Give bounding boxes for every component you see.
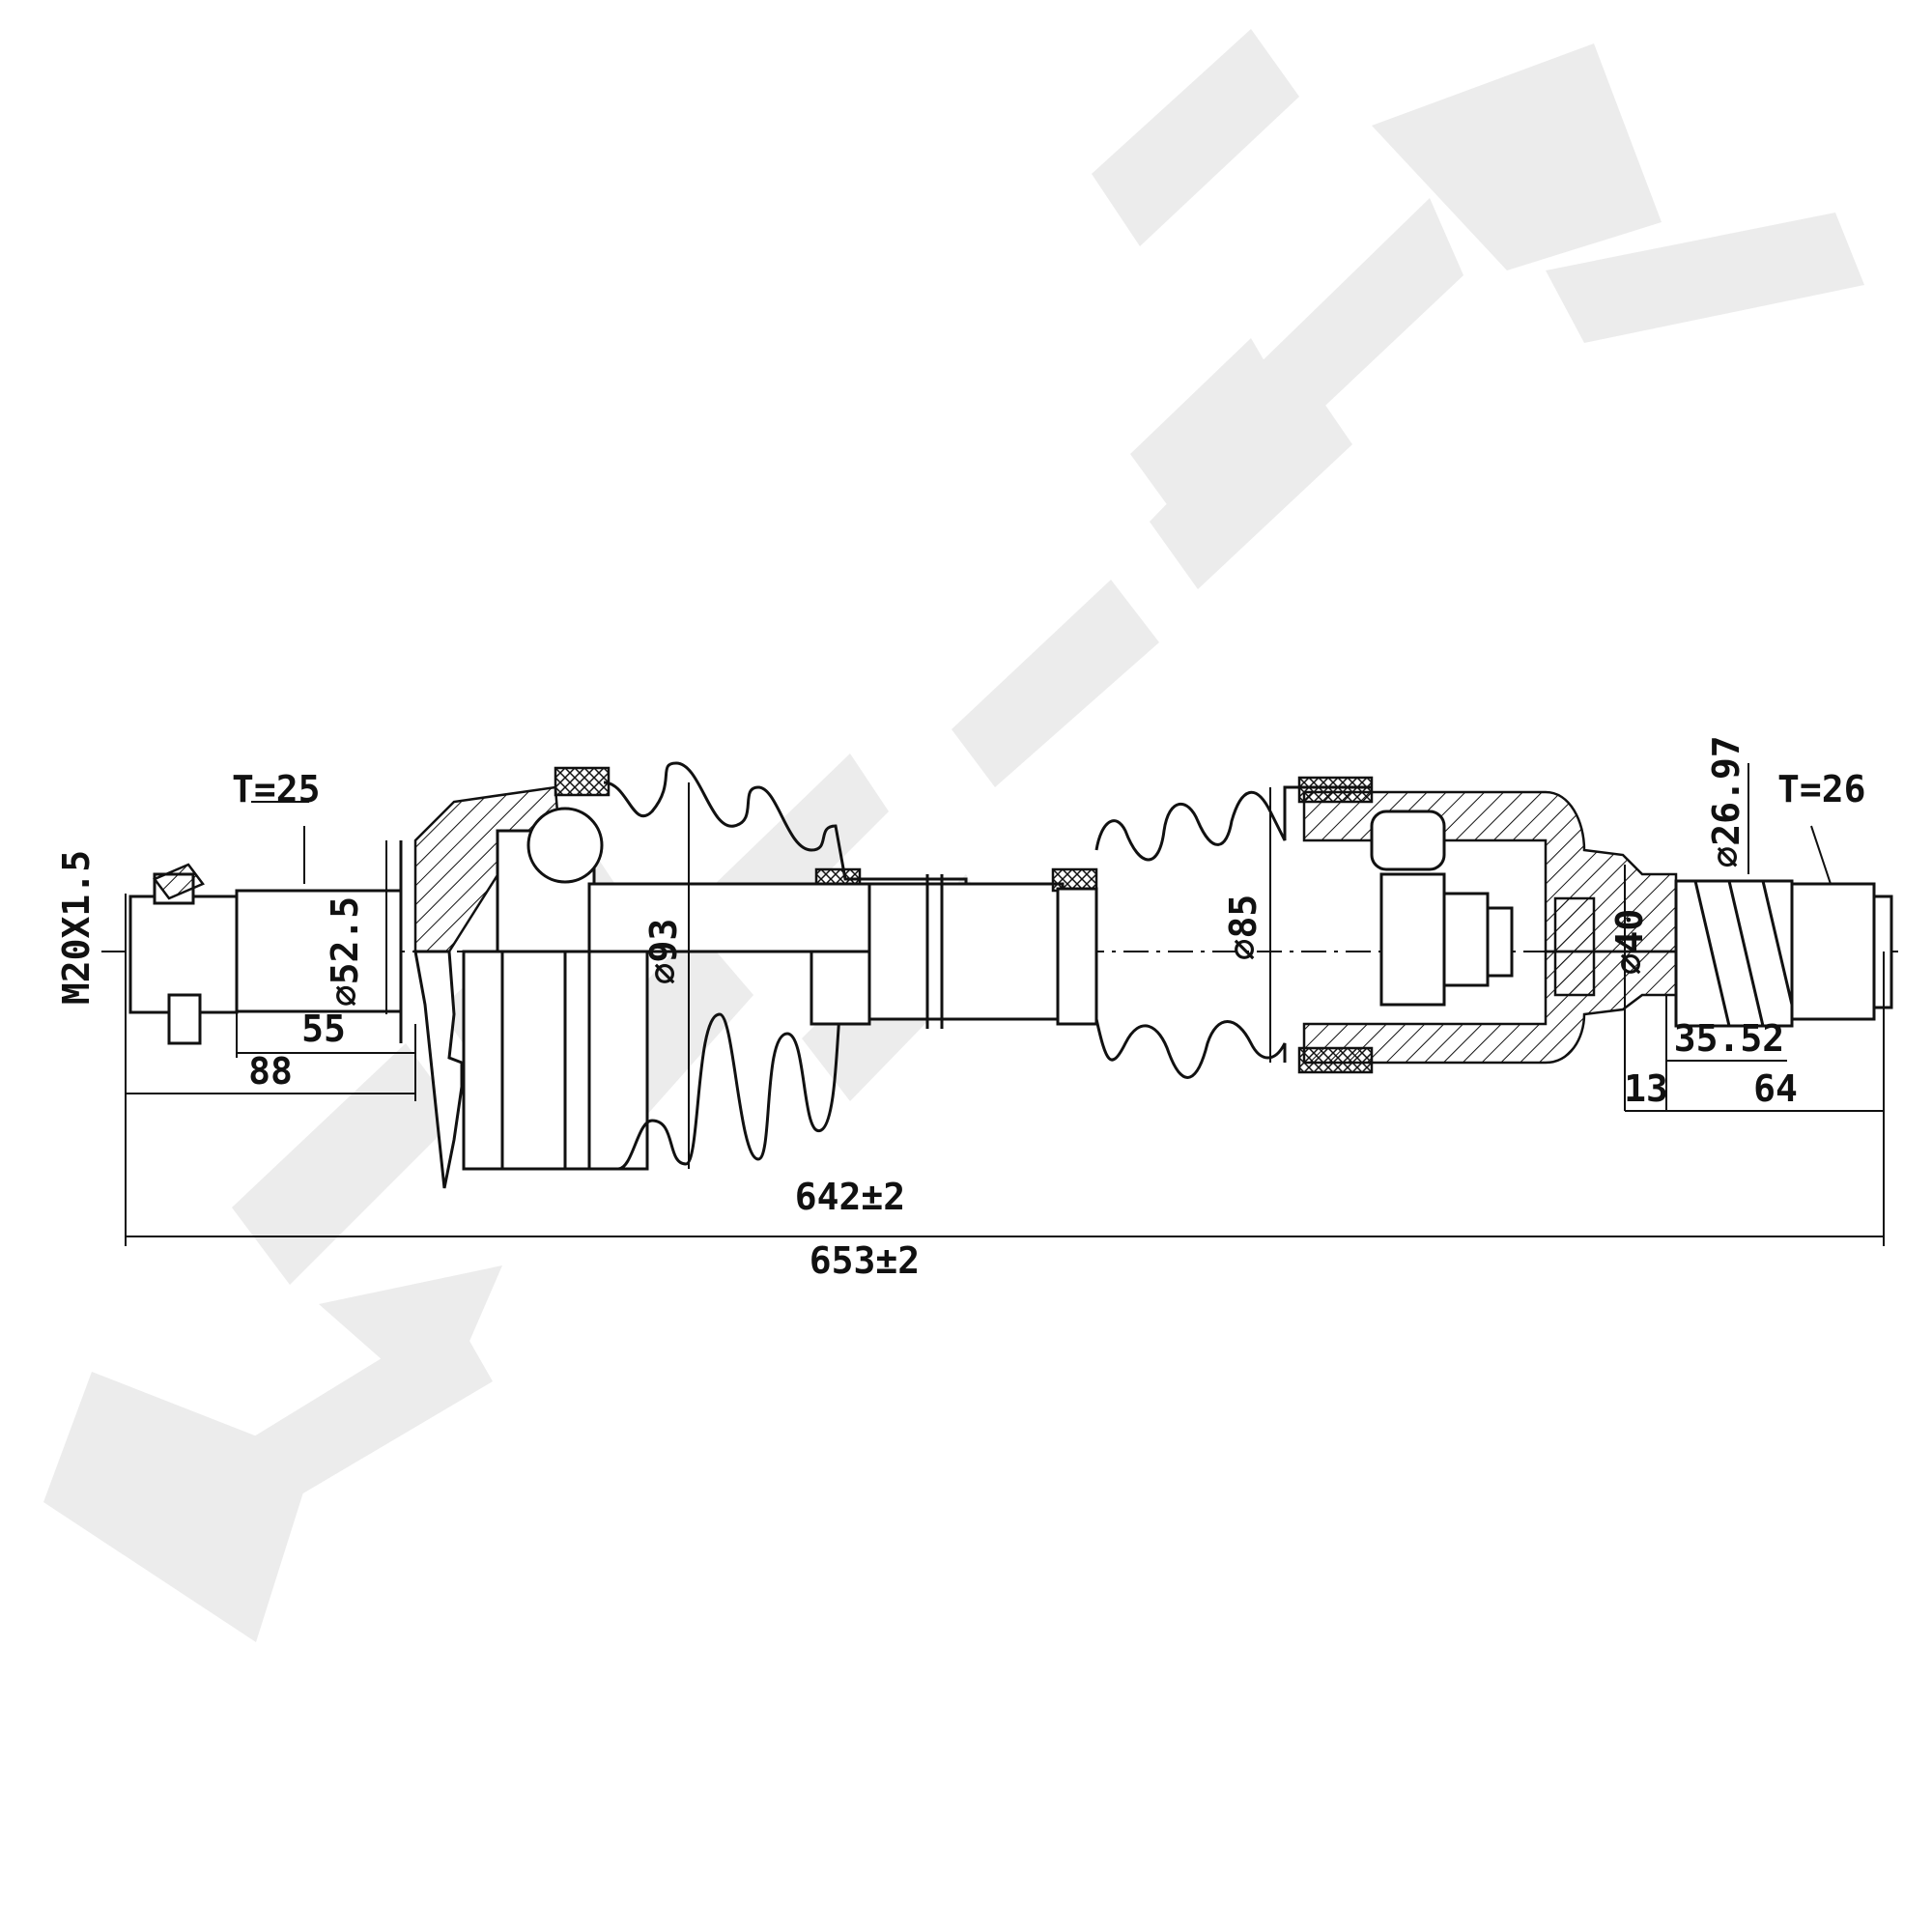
inner-stub-shaft [1674, 879, 1893, 1028]
inner-boot-small-end [1056, 887, 1098, 1026]
spline-tooth [1761, 880, 1794, 1006]
left-teeth-label: T=25 [232, 768, 321, 810]
right-teeth-label: T=26 [1777, 768, 1866, 810]
len-64-label: 64 [1753, 1067, 1798, 1110]
tripod-spider [1442, 892, 1490, 987]
boot-clamp-large [554, 766, 611, 797]
tripod-roller-top [1370, 810, 1446, 871]
inner-boot-diameter-label: ⌀85 [1222, 895, 1264, 961]
spline-shaft-left [235, 889, 403, 1013]
thread-label: M20X1.5 [55, 850, 98, 1005]
tripod-roller-mid [1379, 872, 1446, 1007]
right-spline-diameter-label: ⌀26.97 [1705, 735, 1747, 867]
inner-tripod-housing [1302, 790, 1678, 1065]
outer-joint-stub [128, 840, 403, 1045]
watermark-logo [43, 29, 1864, 1642]
dimension-labels: M20X1.5 T=25 ⌀52.5 55 88 ⌀93 ⌀85 ⌀40 ⌀26… [55, 735, 1866, 1282]
threaded-end [128, 895, 239, 1014]
spline-right [1674, 879, 1794, 1028]
outer-boot-diameter-label: ⌀93 [642, 919, 685, 985]
outer-bell-lower [413, 950, 464, 1189]
nut-bottom [167, 993, 202, 1045]
spline-tooth [1693, 880, 1731, 1027]
inner-boot-top [1094, 785, 1372, 862]
inner-boot-bottom [1094, 1018, 1287, 1079]
spring-section [1553, 896, 1596, 997]
overall-inner-label: 642±2 [795, 1176, 905, 1218]
outer-bell-body [462, 950, 649, 1171]
intermediate-shaft [587, 874, 1065, 1029]
len-35-52-label: 35.52 [1674, 1017, 1784, 1060]
ball [526, 807, 604, 884]
len-55-label: 55 [301, 1008, 346, 1050]
len-88-label: 88 [248, 1050, 293, 1093]
stub-end [1790, 882, 1876, 1021]
extension-lines [125, 763, 1885, 1246]
spline-tooth [1727, 880, 1765, 1027]
dimension-lines [126, 801, 1884, 1237]
nut-section [153, 863, 205, 900]
outer-cv-joint [413, 766, 649, 1189]
boot-top-profile [603, 761, 968, 898]
boot-bottom-profile [617, 983, 847, 1171]
left-seat-diameter-label: ⌀52.5 [324, 896, 366, 1007]
len-13-label: 13 [1624, 1067, 1668, 1110]
housing-diameter-label: ⌀40 [1608, 909, 1651, 976]
tripod-shaft [1486, 906, 1514, 978]
overall-total-label: 653±2 [810, 1239, 920, 1282]
leader-t26 [1810, 825, 1832, 885]
shaft-body [867, 882, 1065, 1021]
